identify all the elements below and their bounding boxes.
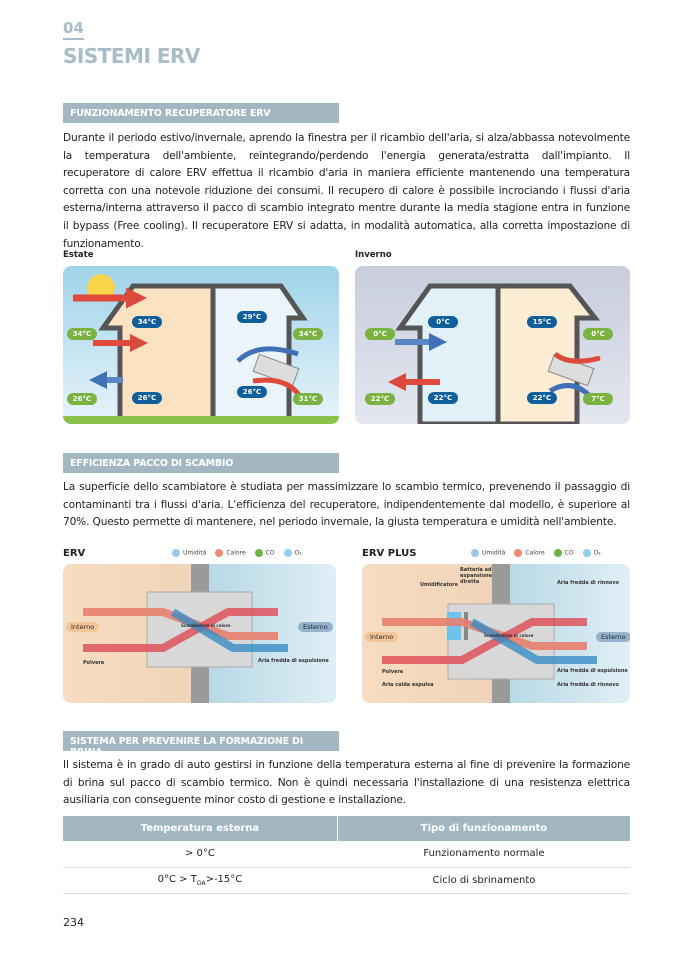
erv-interno-label: Interno <box>66 622 100 632</box>
inverno-erv-outside-top-temp: 0°C <box>583 328 613 340</box>
page-number: 234 <box>63 916 84 929</box>
chapter-number: 04 <box>63 19 84 40</box>
legend-o2: O₂ <box>294 549 302 557</box>
inverno-outside-top-temp: 0°C <box>365 328 395 340</box>
erv-plus-humidifier-label: Umidificatore <box>420 582 459 588</box>
erv-plus-diagram: Umidificatore Batteria ad espansione dir… <box>362 564 630 703</box>
erv-plus-warm-expelled-label: Aria calda espulsa <box>382 682 434 688</box>
temp-subscript: OA <box>196 879 206 887</box>
table-header-row: Temperatura esterna Tipo di funzionament… <box>63 816 630 841</box>
legend-co: CO <box>265 549 275 557</box>
inverno-outside-bottom-temp: 22°C <box>365 393 395 405</box>
erv-legend: Umidità Calore CO O₂ <box>172 549 302 557</box>
cell-temp: > 0°C <box>63 841 338 868</box>
erv-exchanger-label: Scambiatore di calore <box>181 623 231 628</box>
section-header-brina: SISTEMA PER PREVENIRE LA FORMAZIONE DI B… <box>63 731 339 758</box>
inverno-diagram: 0°C 0°C 22°C 22°C 15°C 0°C 22°C 7°C <box>355 266 630 424</box>
section-header-funzionamento: FUNZIONAMENTO RECUPERATORE ERV <box>63 103 339 123</box>
legend-heat: Calore <box>525 549 545 557</box>
estate-outside-top-temp: 34°C <box>67 328 97 340</box>
estate-inside-top-temp: 34°C <box>132 316 162 328</box>
legend-heat: Calore <box>226 549 246 557</box>
erv-cold-exhaust-label: Aria fredda di espulsione <box>258 658 329 664</box>
inverno-erv-top-temp: 15°C <box>527 316 557 328</box>
legend-o2: O₂ <box>593 549 601 557</box>
erv-plus-cold-renew-top-label: Aria fredda di rinnovo <box>557 580 619 586</box>
erv-plus-legend: Umidità Calore CO O₂ <box>471 549 601 557</box>
defrost-table: Temperatura esterna Tipo di funzionament… <box>63 816 630 894</box>
estate-erv-outside-bottom-temp: 31°C <box>293 393 323 405</box>
section-text-funzionamento: Durante il periodo estivo/invernale, apr… <box>63 132 630 250</box>
erv-plus-polvere-label: Polvere <box>382 669 404 675</box>
inverno-erv-outside-bottom-temp: 7°C <box>583 393 613 405</box>
estate-erv-bottom-temp: 26°C <box>237 386 267 398</box>
header-temperatura: Temperatura esterna <box>63 816 338 841</box>
inverno-inside-bottom-temp: 22°C <box>428 392 458 404</box>
erv-diagram: Interno Esterno Polvere Scambiatore di c… <box>63 564 336 703</box>
erv-polvere-label: Polvere <box>83 660 105 666</box>
erv-plus-exchanger-label: Scambiatore di calore <box>484 633 534 638</box>
cell-mode: Funzionamento normale <box>336 841 630 868</box>
erv-plus-battery-label: Batteria ad espansione diretta <box>460 567 492 585</box>
estate-label: Estate <box>63 250 94 260</box>
erv-plus-interno-label: Interno <box>365 632 399 642</box>
erv-plus-esterno-label: Esterno <box>596 632 630 642</box>
cell-mode: Ciclo di sbrinamento <box>336 867 630 894</box>
temp-part: 0°C > T <box>157 873 197 885</box>
erv-title: ERV <box>63 548 86 559</box>
table-row: 0°C > TOA>-15°C Ciclo di sbrinamento <box>63 867 630 894</box>
section-text-efficienza: La superficie dello scambiatore è studia… <box>63 481 630 529</box>
legend-humidity: Umidità <box>183 549 207 557</box>
legend-co: CO <box>564 549 574 557</box>
estate-erv-top-temp: 29°C <box>237 311 267 323</box>
estate-erv-outside-top-temp: 34°C <box>293 328 323 340</box>
inverno-inside-top-temp: 0°C <box>428 316 458 328</box>
inverno-label: Inverno <box>355 250 392 260</box>
inverno-erv-bottom-temp: 22°C <box>527 392 557 404</box>
erv-plus-cold-renew-bottom-label: Aria fredda di rinnovo <box>557 682 619 688</box>
section-header-efficienza: EFFICIENZA PACCO DI SCAMBIO <box>63 453 339 473</box>
estate-diagram: 34°C 34°C 26°C 26°C 29°C 34°C 26°C 31°C <box>63 266 339 424</box>
page-title: SISTEMI ERV <box>63 44 200 68</box>
erv-plus-cold-exhaust-label: Aria fredda di espulsione <box>557 668 628 674</box>
section-text-brina: Il sistema è in grado di auto gestirsi i… <box>63 759 630 807</box>
legend-humidity: Umidità <box>482 549 506 557</box>
estate-outside-bottom-temp: 26°C <box>67 393 97 405</box>
temp-part: >-15°C <box>205 873 243 885</box>
erv-plus-title: ERV PLUS <box>362 548 417 559</box>
erv-esterno-label: Esterno <box>298 622 333 632</box>
estate-inside-bottom-temp: 26°C <box>132 392 162 404</box>
table-row: > 0°C Funzionamento normale <box>63 841 630 868</box>
header-funzionamento: Tipo di funzionamento <box>336 816 630 841</box>
cell-temp: 0°C > TOA>-15°C <box>63 867 338 894</box>
